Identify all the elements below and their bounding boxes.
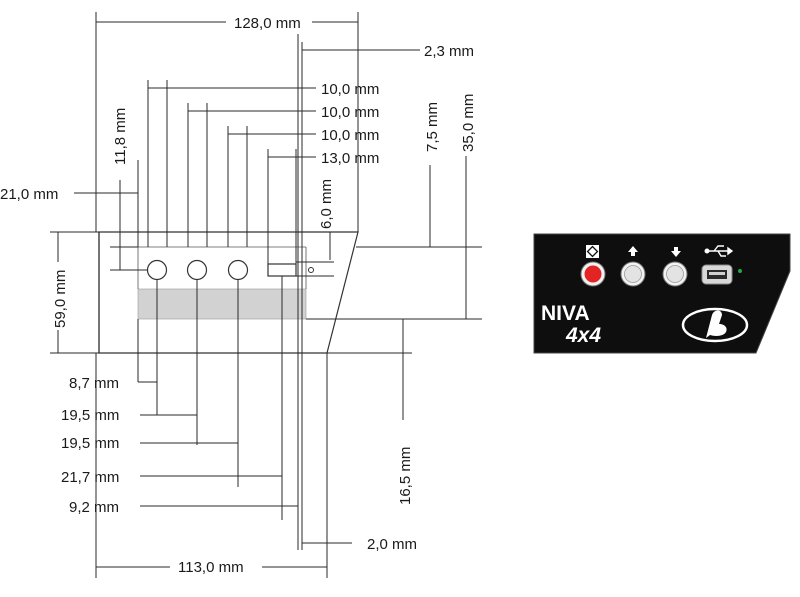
dim-overall-width: 128,0 mm — [234, 15, 301, 32]
dimension-labels: 128,0 mm 2,3 mm 10,0 mm 10,0 mm 10,0 mm … — [0, 15, 477, 576]
dim-hole-spacing-3: 10,0 mm — [321, 127, 379, 144]
dim-bottom-width: 113,0 mm — [178, 559, 244, 576]
led-hole — [308, 267, 314, 273]
power-button[interactable] — [584, 265, 602, 283]
housing-outline — [98, 231, 359, 354]
dim-usb-width: 13,0 mm — [321, 150, 379, 167]
arrow-down-icon — [671, 247, 681, 257]
dim-hole-pitch-3: 21,7 mm — [61, 469, 119, 486]
front-panel: NIVA 4x4 — [533, 233, 791, 354]
dim-hole-spacing-1: 10,0 mm — [321, 81, 379, 98]
dim-hole-spacing-2: 10,0 mm — [321, 104, 379, 121]
arrow-up-icon — [628, 246, 638, 256]
panel-model: 4x4 — [565, 324, 601, 347]
label-strip — [137, 288, 307, 320]
led-indicator — [738, 269, 742, 273]
dim-left-offset: 21,0 mm — [0, 186, 58, 203]
hole-1 — [146, 259, 168, 281]
dim-hole-top-offset: 11,8 mm — [112, 108, 129, 165]
lada-logo-icon — [681, 307, 749, 343]
dim-hole-pitch-1: 19,5 mm — [61, 407, 119, 424]
hole-3 — [227, 259, 249, 281]
usb-slot — [267, 263, 297, 277]
dim-hole1-offset: 8,7 mm — [69, 375, 119, 392]
up-button[interactable] — [624, 265, 642, 283]
dim-usb-offset: 9,2 mm — [69, 499, 119, 516]
dim-body-height: 59,0 mm — [52, 270, 69, 328]
dim-usb-height: 6,0 mm — [318, 179, 335, 229]
dim-bottom-depth: 16,5 mm — [397, 447, 414, 505]
dim-plate-thickness: 2,3 mm — [424, 43, 474, 60]
dim-bezel: 2,0 mm — [367, 536, 417, 553]
dimension-lines — [50, 12, 482, 578]
dim-hole-pitch-2: 19,5 mm — [61, 435, 119, 452]
dim-front-height: 35,0 mm — [460, 94, 477, 152]
usb-icon — [704, 245, 734, 257]
dim-step-depth: 7,5 mm — [424, 102, 441, 152]
down-button[interactable] — [666, 265, 684, 283]
hole-2 — [186, 259, 208, 281]
panel-brand: NIVA — [541, 302, 590, 325]
settings-diamond-icon — [586, 245, 599, 258]
